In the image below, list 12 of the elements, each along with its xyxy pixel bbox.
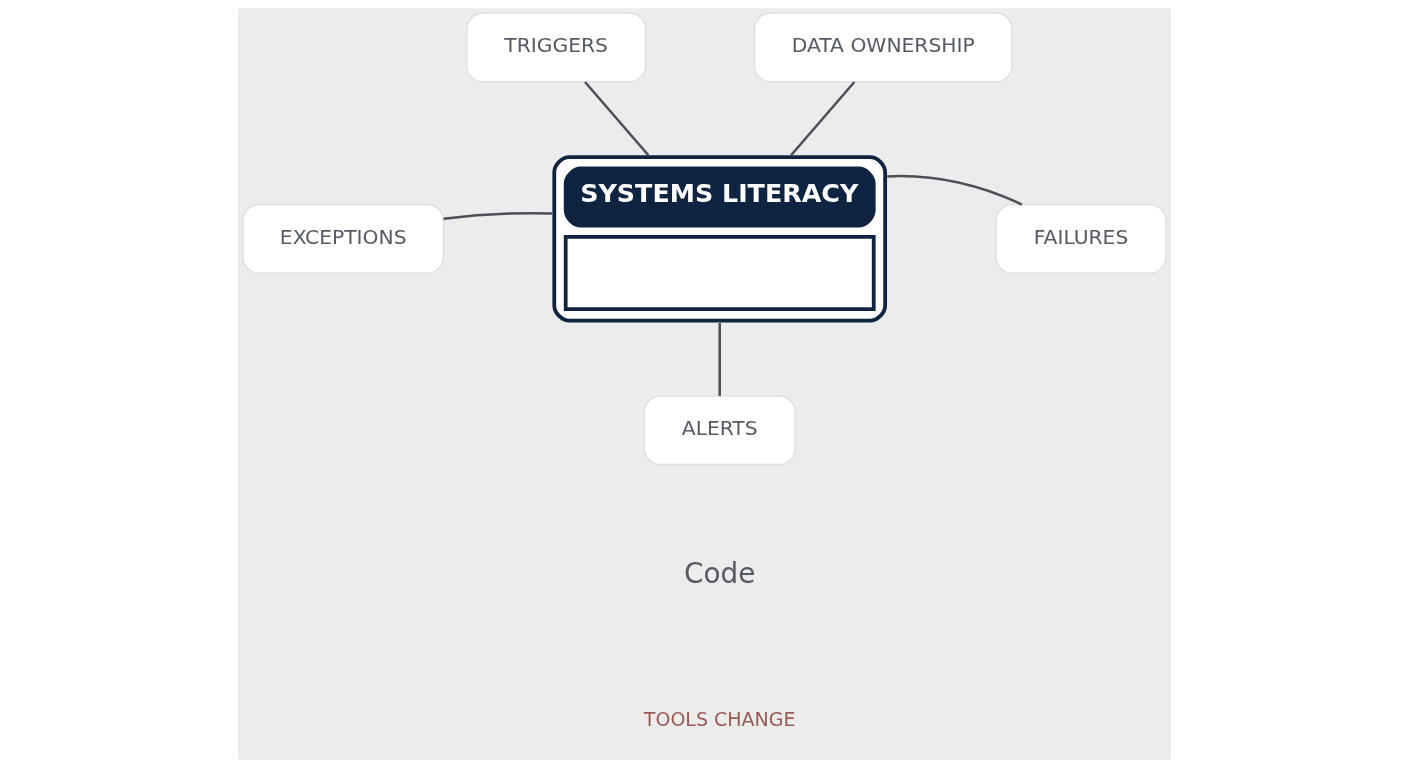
connector: [886, 174, 1022, 206]
label: TOOLS CHANGE: [643, 707, 796, 730]
connector: [583, 81, 649, 156]
node-box: TRIGGERS: [465, 12, 646, 83]
node-box: FAILURES: [994, 204, 1167, 274]
connector: [442, 211, 552, 221]
label: Code: [683, 557, 755, 591]
connector: [717, 322, 721, 396]
connector: [789, 81, 855, 156]
node-box: ALERTS: [643, 395, 796, 466]
node-box: EXCEPTIONS: [241, 204, 444, 274]
node-box: DATA OWNERSHIP: [753, 12, 1013, 83]
